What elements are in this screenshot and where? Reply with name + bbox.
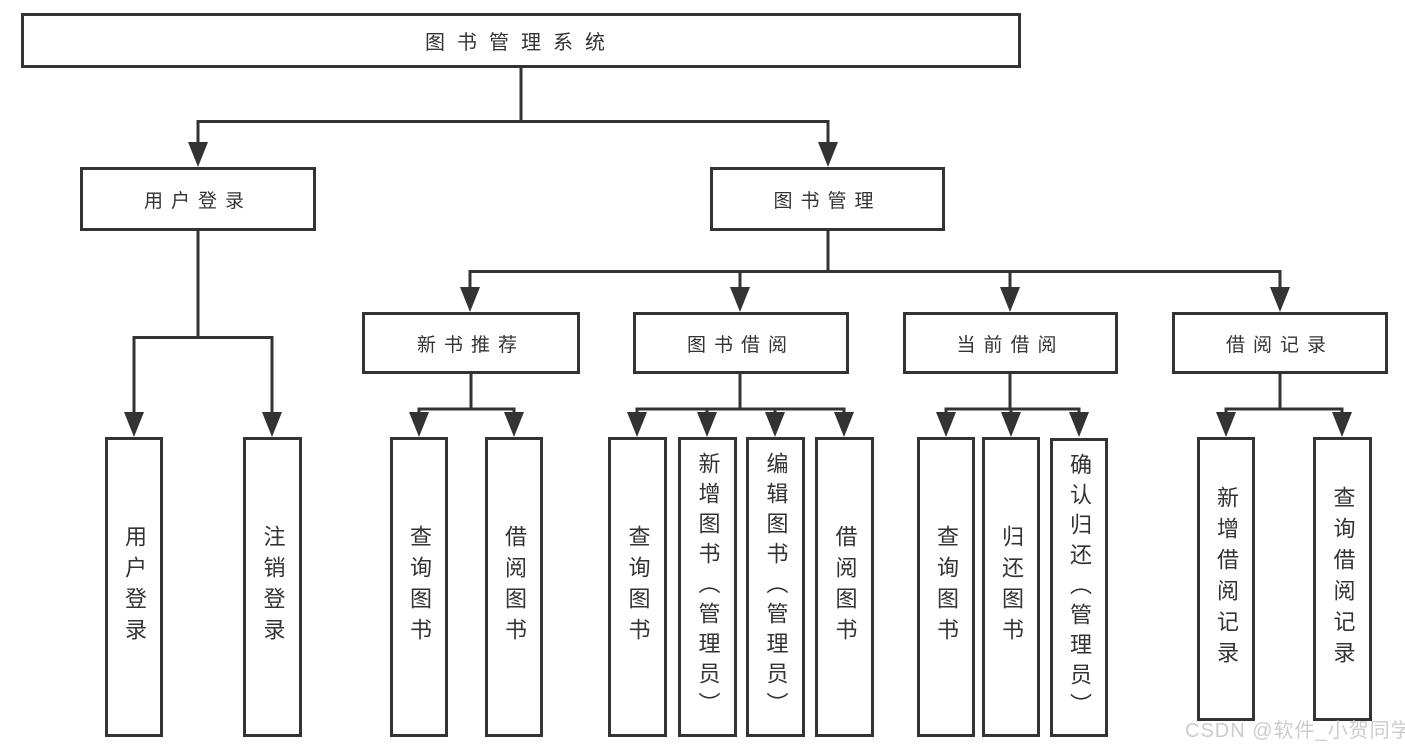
leaf-query-borrow-record-label: 查询借阅记录 [1330, 486, 1356, 672]
leaf-edit-book-admin-label: 编辑图书（管理员） [763, 452, 789, 722]
leaf-return-book: 归还图书 [982, 437, 1040, 737]
node-book-borrow-label: 图书借阅 [686, 334, 795, 356]
leaf-add-book-admin-label: 新增图书（管理员） [695, 452, 721, 722]
node-book-management-label: 图书管理 [773, 190, 882, 212]
leaf-query-books-current: 查询图书 [917, 437, 975, 737]
leaf-logout: 注销登录 [243, 437, 302, 737]
node-current-borrow-label: 当前借阅 [956, 334, 1065, 356]
leaf-borrow-books-borrow-label: 借阅图书 [832, 525, 858, 649]
leaf-borrow-books-borrow: 借阅图书 [815, 437, 874, 737]
leaf-query-books-borrow-label: 查询图书 [625, 525, 651, 649]
leaf-add-borrow-record-label: 新增借阅记录 [1214, 486, 1239, 672]
node-borrow-records-label: 借阅记录 [1225, 334, 1334, 356]
leaf-borrow-books-recommend-label: 借阅图书 [502, 525, 527, 649]
leaf-query-books-recommend: 查询图书 [390, 437, 448, 737]
leaf-confirm-return-admin-label: 确认归还（管理员） [1067, 452, 1092, 723]
csdn-watermark: CSDN @软件_小贺同学 [1185, 720, 1405, 742]
node-new-book-recommend: 新书推荐 [362, 312, 580, 374]
node-book-management: 图书管理 [710, 167, 945, 231]
leaf-user-login: 用户登录 [105, 437, 163, 737]
leaf-edit-book-admin: 编辑图书（管理员） [746, 437, 805, 737]
leaf-borrow-books-recommend: 借阅图书 [485, 437, 543, 737]
node-user-login-label: 用户登录 [143, 190, 252, 212]
leaf-user-login-label: 用户登录 [122, 525, 147, 649]
node-borrow-records: 借阅记录 [1172, 312, 1388, 374]
leaf-query-books-recommend-label: 查询图书 [407, 525, 432, 649]
leaf-add-borrow-record: 新增借阅记录 [1197, 437, 1255, 721]
leaf-query-books-current-label: 查询图书 [934, 525, 959, 649]
leaf-return-book-label: 归还图书 [999, 525, 1024, 649]
leaf-query-books-borrow: 查询图书 [608, 437, 667, 737]
node-current-borrow: 当前借阅 [903, 312, 1118, 374]
leaf-logout-label: 注销登录 [260, 525, 286, 649]
node-new-book-recommend-label: 新书推荐 [416, 334, 525, 356]
leaf-add-book-admin: 新增图书（管理员） [678, 437, 737, 737]
node-library-system: 图书管理系统 [21, 13, 1021, 68]
leaf-confirm-return-admin: 确认归还（管理员） [1050, 438, 1108, 737]
node-book-borrow: 图书借阅 [633, 312, 849, 374]
node-user-login: 用户登录 [80, 167, 316, 231]
node-library-system-label: 图书管理系统 [425, 32, 617, 54]
leaf-query-borrow-record: 查询借阅记录 [1313, 437, 1372, 721]
